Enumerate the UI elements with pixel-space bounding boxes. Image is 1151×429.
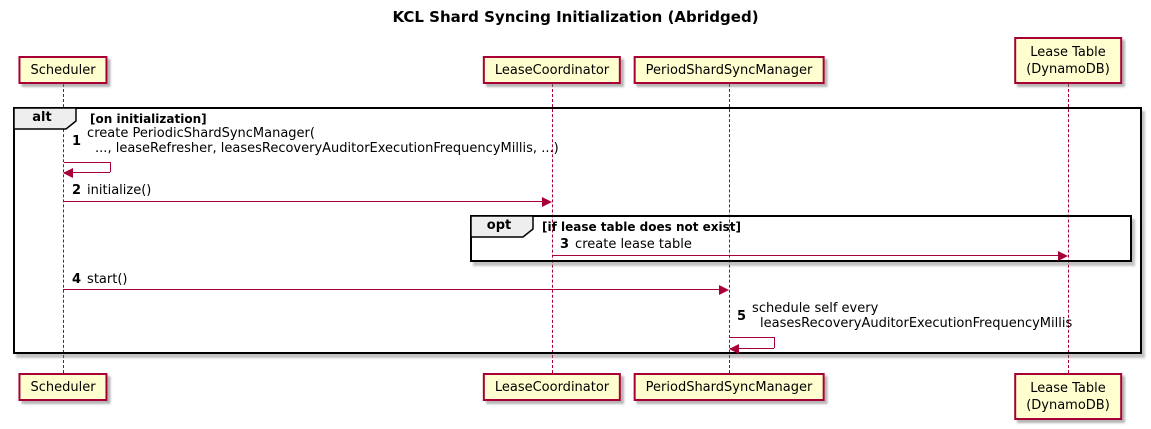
- message-2-text: initialize(): [87, 183, 152, 198]
- participant-top-scheduler: Scheduler: [18, 56, 108, 84]
- alt-frame-condition: [on initialization]: [90, 112, 207, 126]
- message-4-line: [63, 289, 719, 290]
- message-1-text-line1: create PeriodicShardSyncManager(: [87, 126, 315, 141]
- message-5-self-line-bottom: [730, 348, 774, 349]
- message-3-number: 3: [560, 237, 570, 252]
- message-5-arrowhead-icon: [729, 344, 739, 354]
- participant-bottom-leasetable: Lease Table (DynamoDB): [1014, 373, 1122, 420]
- participant-top-leasecoordinator: LeaseCoordinator: [482, 56, 622, 84]
- participant-label: PeriodShardSyncManager: [645, 62, 813, 78]
- message-5-label: 5 schedule self every leasesRecoveryAudi…: [737, 301, 1072, 331]
- message-5-self-line-top: [730, 337, 774, 338]
- alt-frame-keyword: alt: [32, 110, 52, 125]
- alt-frame-pentagon: [14, 108, 77, 130]
- lifeline-periodshardsyncmanager: [729, 84, 730, 373]
- participant-label: Scheduler: [30, 62, 96, 78]
- message-4-number: 4: [72, 272, 82, 287]
- participant-bottom-leasecoordinator: LeaseCoordinator: [482, 373, 622, 401]
- message-3-arrowhead-icon: [1058, 251, 1068, 261]
- participant-bottom-periodshardsyncmanager: PeriodShardSyncManager: [633, 373, 825, 401]
- participant-label-line2: (DynamoDB): [1026, 397, 1110, 413]
- message-2-label: 2 initialize(): [72, 183, 151, 198]
- participant-label-line1: Lease Table: [1030, 44, 1106, 60]
- message-5-number: 5: [737, 308, 747, 324]
- opt-frame: [470, 215, 1132, 262]
- opt-frame-condition: [if lease table does not exist]: [542, 220, 742, 234]
- participant-top-periodshardsyncmanager: PeriodShardSyncManager: [633, 56, 825, 84]
- participant-top-leasetable: Lease Table (DynamoDB): [1014, 37, 1122, 84]
- message-3-label: 3 create lease table: [560, 237, 692, 252]
- message-1-number: 1: [72, 133, 82, 149]
- participant-label: Scheduler: [30, 379, 96, 395]
- message-2-line: [63, 201, 543, 202]
- participant-label: LeaseCoordinator: [494, 379, 610, 395]
- message-3-line: [552, 255, 1058, 256]
- opt-frame-pentagon: [471, 216, 534, 238]
- participant-label: LeaseCoordinator: [494, 62, 610, 78]
- participant-label-line2: (DynamoDB): [1026, 61, 1110, 77]
- message-1-self-line-bottom: [64, 172, 110, 173]
- alt-frame: [13, 107, 1142, 354]
- opt-frame-keyword: opt: [486, 218, 512, 233]
- diagram-title: KCL Shard Syncing Initialization (Abridg…: [392, 8, 759, 26]
- lifeline-scheduler: [63, 84, 64, 373]
- message-4-text: start(): [87, 272, 128, 287]
- message-5-text-line1: schedule self every: [752, 301, 879, 316]
- message-1-arrowhead-icon: [63, 168, 73, 178]
- message-1-self-line-top: [64, 162, 110, 163]
- message-5-text-line2: leasesRecoveryAuditorExecutionFrequencyM…: [760, 316, 1073, 331]
- message-1-label: 1 create PeriodicShardSyncManager( ..., …: [72, 126, 559, 156]
- lifeline-leasecoordinator: [552, 84, 553, 373]
- message-1-self-line-right: [110, 162, 111, 172]
- message-2-number: 2: [72, 183, 82, 198]
- lifeline-leasetable: [1068, 84, 1069, 373]
- participant-label-line1: Lease Table: [1030, 380, 1106, 396]
- message-3-text: create lease table: [575, 237, 692, 252]
- participant-bottom-scheduler: Scheduler: [18, 373, 108, 401]
- message-2-arrowhead-icon: [542, 197, 552, 207]
- participant-label: PeriodShardSyncManager: [645, 379, 813, 395]
- message-5-self-line-right: [774, 337, 775, 348]
- message-1-text-line2: ..., leaseRefresher, leasesRecoveryAudit…: [95, 141, 559, 156]
- message-4-arrowhead-icon: [719, 285, 729, 295]
- message-4-label: 4 start(): [72, 272, 127, 287]
